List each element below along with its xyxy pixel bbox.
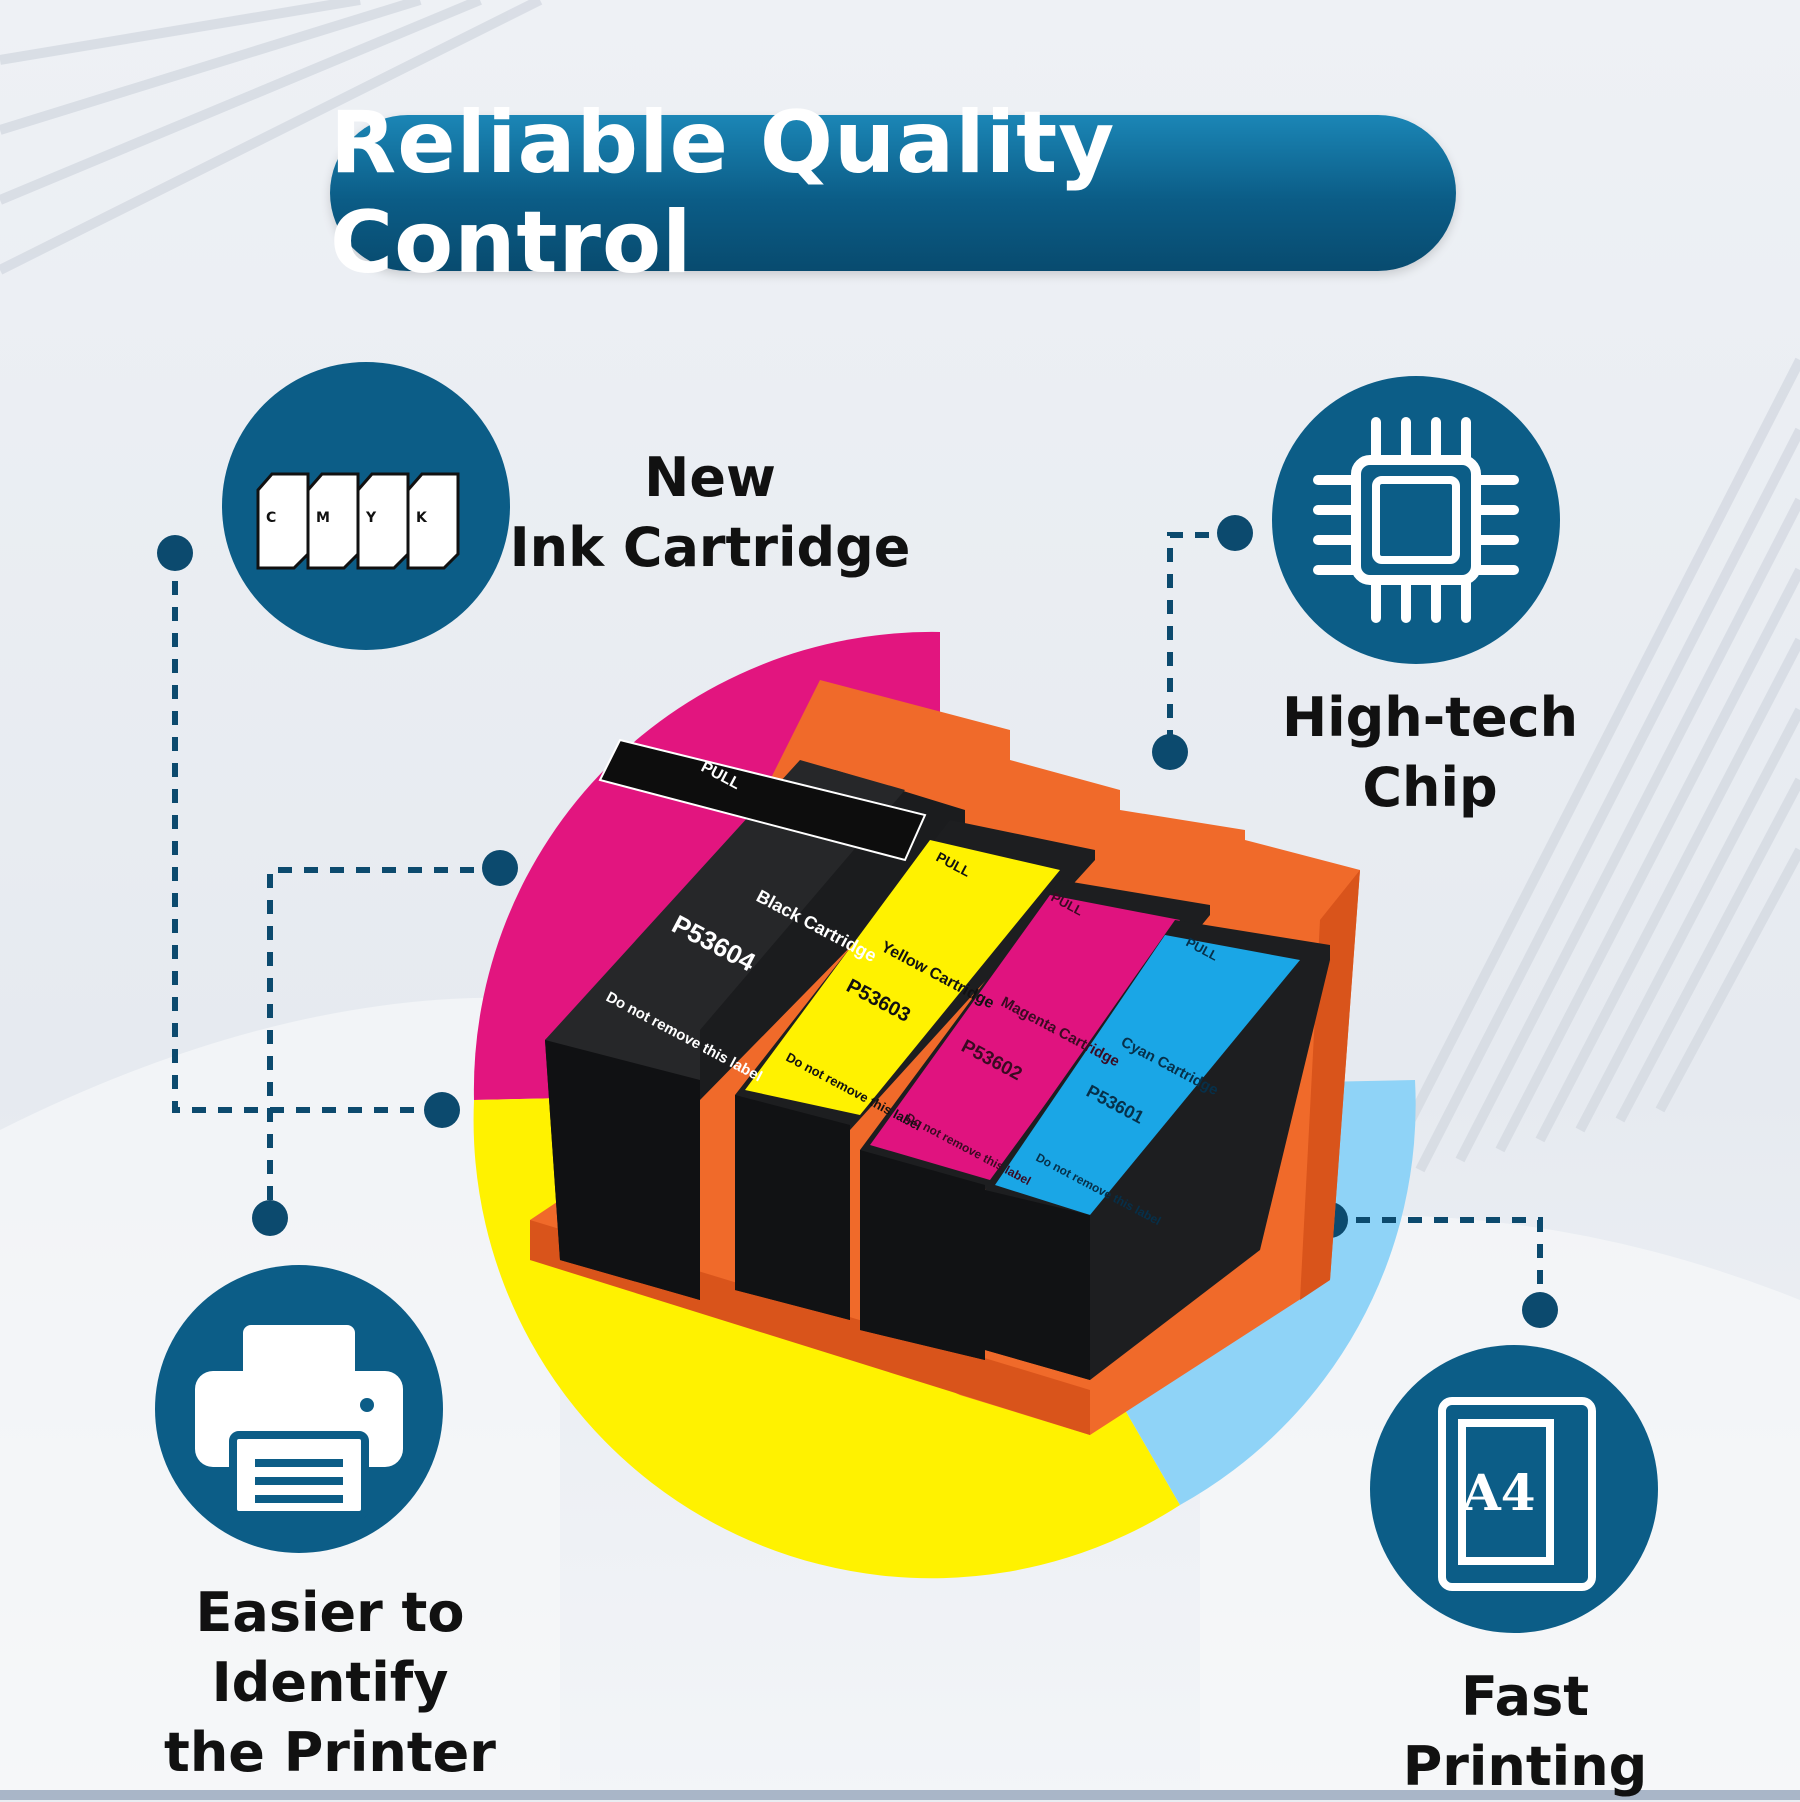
title-banner: Reliable Quality Control <box>330 93 1456 293</box>
connector-lines <box>172 532 1543 1305</box>
printer-icon <box>195 1325 403 1519</box>
chip-badge <box>1272 376 1560 664</box>
icon-letter-y: Y <box>365 510 377 526</box>
a4-document-icon: A4 <box>1438 1397 1596 1591</box>
icon-letter-c: C <box>266 510 276 526</box>
icon-letter-k: K <box>416 510 428 526</box>
chip-label: High-tech Chip <box>1281 686 1579 819</box>
icon-letter-m: M <box>316 510 330 526</box>
cartridge-yellow <box>735 820 1095 1320</box>
page-title: Reliable Quality Control <box>330 93 1116 293</box>
fast-printing-badge: A4 <box>1370 1345 1658 1633</box>
cartridge-cyan <box>985 920 1330 1380</box>
a4-icon-text: A4 <box>1461 1463 1536 1522</box>
printer-badge <box>155 1265 443 1553</box>
fast-printing-label: Fast Printing <box>1402 1665 1648 1798</box>
new-cartridge-badge: C M Y K <box>222 362 510 650</box>
printer-label: Easier to Identify the Printer <box>164 1581 496 1784</box>
chip-icon <box>1313 417 1519 623</box>
cartridge-black <box>545 738 965 1300</box>
new-cartridge-label: New Ink Cartridge <box>509 446 911 579</box>
cartridges-icon: C M Y K <box>256 472 460 570</box>
